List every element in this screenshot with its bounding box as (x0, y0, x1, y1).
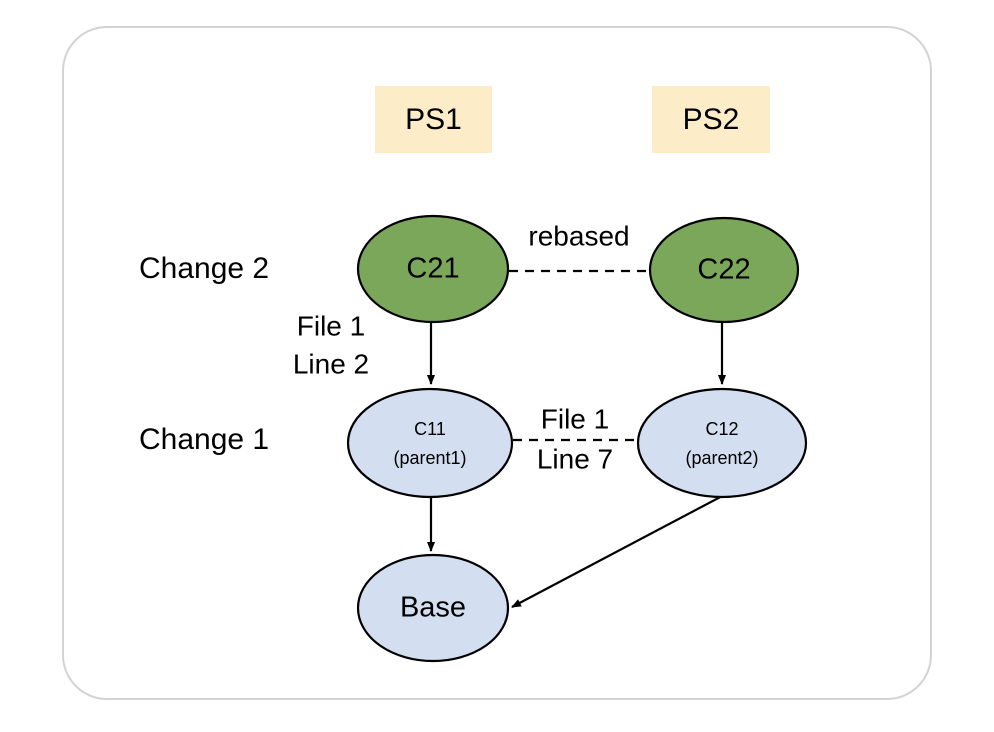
edge-label-line7: Line 7 (537, 443, 613, 474)
edge-c12-to-base-arrow (511, 493, 727, 608)
patchset-box-ps1-rect (375, 86, 492, 153)
node-c11-shape (346, 387, 514, 499)
patchset-label-ps1: PS1 (405, 103, 462, 136)
edge-label-rebased: rebased (528, 220, 629, 251)
node-c21-label: C21 (406, 253, 459, 285)
node-c22: C22 (648, 216, 800, 324)
node-c11-label: C11 (414, 419, 446, 439)
node-c11: C11 (parent1) (346, 387, 514, 499)
patchset-box-ps2: PS2 (652, 86, 770, 153)
node-c21-shape (356, 214, 510, 324)
node-c12-sublabel: (parent2) (685, 448, 758, 468)
node-c22-label: C22 (697, 254, 750, 286)
patchset-label-ps2: PS2 (683, 103, 740, 136)
row-label-change2: Change 2 (139, 252, 269, 285)
node-c12: C12 (parent2) (636, 387, 808, 499)
node-c22-shape (648, 216, 800, 324)
edge-label-file1-a: File 1 (297, 310, 365, 341)
node-c12-shape (636, 387, 808, 499)
patchset-box-ps2-rect (652, 86, 770, 153)
node-c12-label: C12 (705, 419, 738, 439)
node-c21: C21 (356, 214, 510, 324)
edge-label-line2: Line 2 (293, 348, 369, 379)
diagram-frame (62, 26, 932, 700)
node-base-shape (356, 553, 510, 663)
patchset-box-ps1: PS1 (375, 86, 492, 153)
node-c11-sublabel: (parent1) (393, 448, 466, 468)
node-base-label: Base (400, 592, 466, 624)
node-base: Base (356, 553, 510, 663)
row-label-change1: Change 1 (139, 423, 269, 456)
edge-label-file1-b: File 1 (541, 403, 609, 434)
